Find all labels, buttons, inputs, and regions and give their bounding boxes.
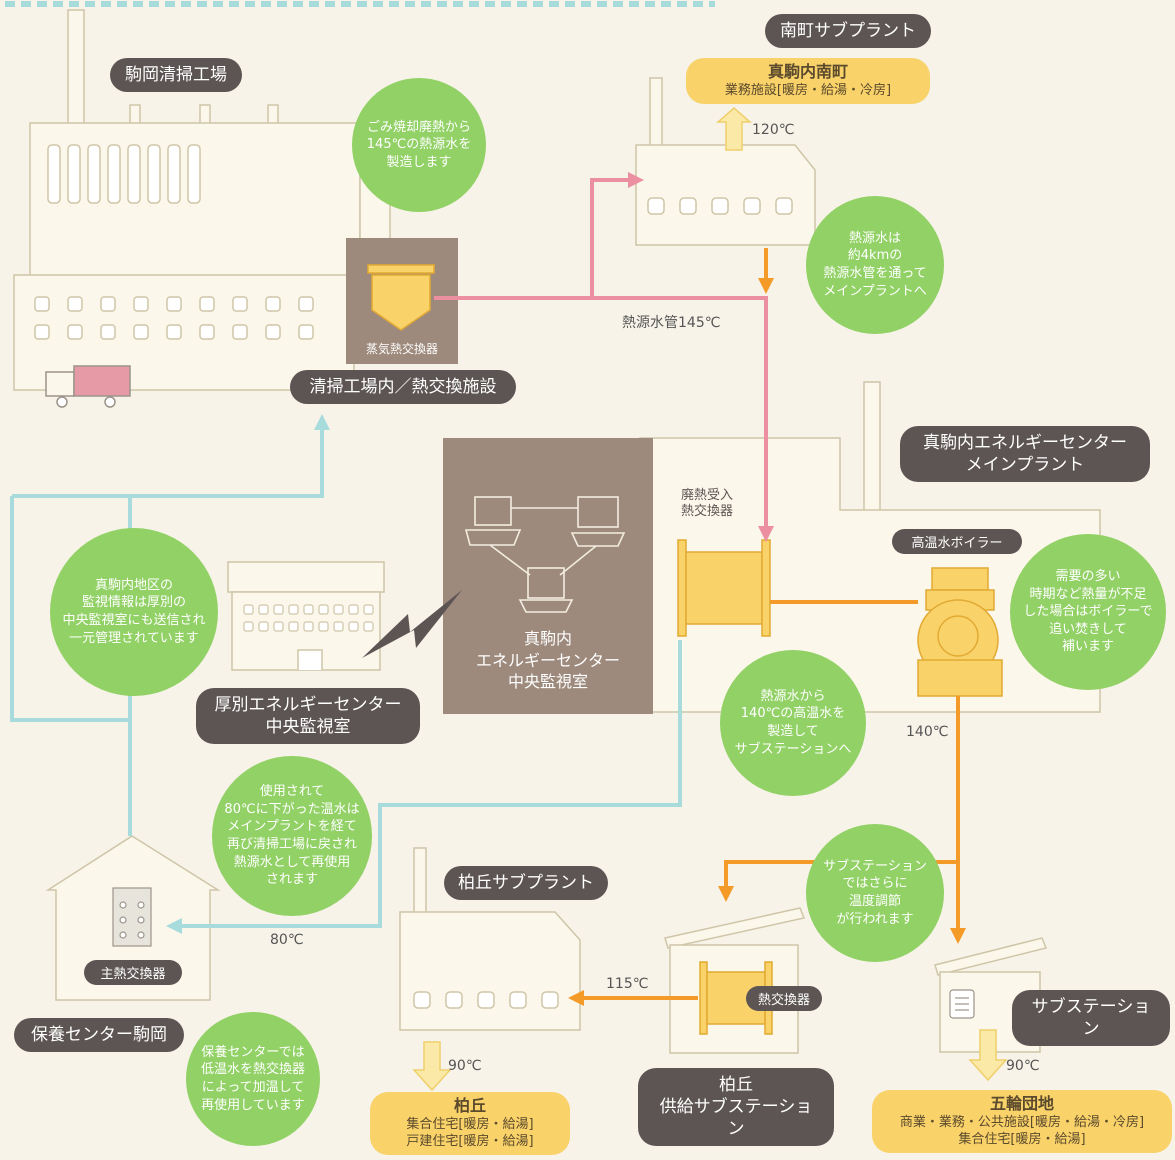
note-boiler: 需要の多い 時期など熱量が不足 した場合はボイラーで 追い焚きして 補います: [1010, 534, 1166, 690]
orange-arrow-icon-2: [950, 928, 966, 944]
plant-tall-windows: [47, 144, 201, 204]
control-room-block: [443, 438, 653, 714]
kashiwaoka-destination-detail-2: 戸建住宅[暖房・給湯]: [406, 1133, 534, 1149]
temp-120: 120℃: [752, 122, 795, 138]
orange-arrow-icon: [718, 886, 734, 902]
plant-small-windows: [34, 296, 314, 340]
control-room-label: 真駒内 エネルギーセンター 中央監視室: [475, 629, 620, 692]
pink-arrow-icon: [628, 172, 644, 188]
down-arrow-icon-2: [968, 1029, 1008, 1082]
gorin-destination-detail-1: 商業・業務・公共施設[暖房・給湯・冷房]: [899, 1114, 1145, 1130]
temp-80: 80℃: [270, 932, 304, 948]
atsubetsu-label: 厚別エネルギーセンター 中央監視室: [196, 688, 420, 745]
temp-140: 140℃: [906, 724, 949, 740]
temp-90-kashiwaoka: 90℃: [448, 1058, 482, 1074]
temp-115: 115℃: [606, 976, 649, 992]
atsubetsu-building: [227, 561, 385, 671]
computer-network-icon: [464, 496, 626, 613]
kashiwaoka-sub-plant-label: 柏丘サブプラント: [444, 866, 608, 901]
note-pipe-4km: 熱源水は 約4kmの 熱源水管を通って メインプラントへ: [806, 196, 944, 334]
lightning-signal-icon: [362, 590, 462, 658]
steam-hx-icon: [367, 264, 435, 331]
minami-destination-detail: 業務施設[暖房・給湯・冷房]: [724, 82, 892, 98]
orange-downflow-pipe: [758, 248, 774, 294]
kashiwaoka-destination-detail-1: 集合住宅[暖房・給湯]: [406, 1116, 534, 1132]
minami-destination-title: 真駒内南町: [767, 62, 848, 81]
note-return: 使用されて 80℃に下がった温水は メインプラントを経て 再び清掃工場に戻され …: [212, 756, 372, 916]
station-hx-label: 熱交換器: [746, 986, 822, 1011]
steam-hx-label: 蒸気熱交換器: [365, 342, 438, 356]
main-hx-label: 主熱交換器: [84, 960, 182, 985]
down-arrow-icon: [412, 1041, 452, 1092]
kashiwaoka-destination-title: 柏丘: [453, 1096, 486, 1115]
pink-heat-source-pipe: [434, 178, 768, 528]
boiler-icon: [917, 567, 1003, 697]
boiler-label: 高温水ボイラー: [892, 529, 1022, 554]
kashiwaoka-destination: 柏丘 集合住宅[暖房・給湯] 戸建住宅[暖房・給湯]: [370, 1092, 570, 1155]
kashiwaoka-station-label: 柏丘 供給サブステーション: [638, 1068, 834, 1147]
gorin-destination-title: 五輪団地: [989, 1094, 1054, 1113]
note-monitoring: 真駒内地区の 監視情報は厚別の 中央監視室にも送信され 一元管理されています: [50, 528, 218, 696]
temp-90-gorin: 90℃: [1006, 1058, 1040, 1074]
main-plant-label: 真駒内エネルギーセンター メインプラント: [900, 426, 1150, 483]
orange-arrow-icon-3: [568, 990, 584, 1006]
atsubetsu-windows: [243, 604, 374, 632]
note-substation: サブステーション ではさらに 温度調節 が行われます: [806, 824, 944, 962]
waste-heat-hx-label: 廃熱受入 熱交換器: [680, 488, 733, 520]
kashiwaoka-sub-plant-building: [399, 847, 581, 1031]
kashiwaoka-windows: [413, 991, 559, 1009]
gorin-destination-detail-2: 集合住宅[暖房・給湯]: [958, 1131, 1086, 1147]
temp-pipe-145: 熱源水管145℃: [622, 315, 721, 331]
minami-destination: 真駒内南町 業務施設[暖房・給湯・冷房]: [686, 58, 930, 104]
note-waste-heat: ごみ焼却廃熱から 145℃の熱源水を 製造します: [352, 78, 486, 212]
cyan-arrow-icon: [166, 918, 182, 934]
garbage-truck: [45, 365, 131, 408]
waste-heat-hx-icon: [677, 539, 771, 637]
minami-sub-plant-label: 南町サブプラント: [765, 14, 931, 49]
note-hoyo: 保養センターでは 低温水を熱交換器 によって加温して 再使用しています: [186, 1012, 320, 1146]
cyan-return-pipe: [10, 428, 682, 928]
minami-sub-plant-building: [635, 77, 816, 246]
substation-panel-icon: [949, 989, 975, 1019]
komaoka-plant-label: 駒岡清掃工場: [110, 58, 242, 93]
gorin-destination: 五輪団地 商業・業務・公共施設[暖房・給湯・冷房] 集合住宅[暖房・給湯]: [872, 1090, 1172, 1153]
pink-arrow-icon-2: [758, 526, 774, 542]
substation-label: サブステーション: [1012, 990, 1170, 1047]
up-arrow-icon: [716, 107, 752, 151]
hoyo-center-label: 保養センター駒岡: [14, 1018, 184, 1053]
main-hx-icon: [112, 887, 152, 947]
note-high-temp: 熱源水から 140℃の高温水を 製造して サブステーションへ: [720, 650, 866, 796]
exchange-site-label: 清掃工場内／熱交換施設: [290, 370, 516, 405]
minami-windows: [647, 197, 793, 215]
cyan-arrow-icon-2: [314, 414, 330, 430]
